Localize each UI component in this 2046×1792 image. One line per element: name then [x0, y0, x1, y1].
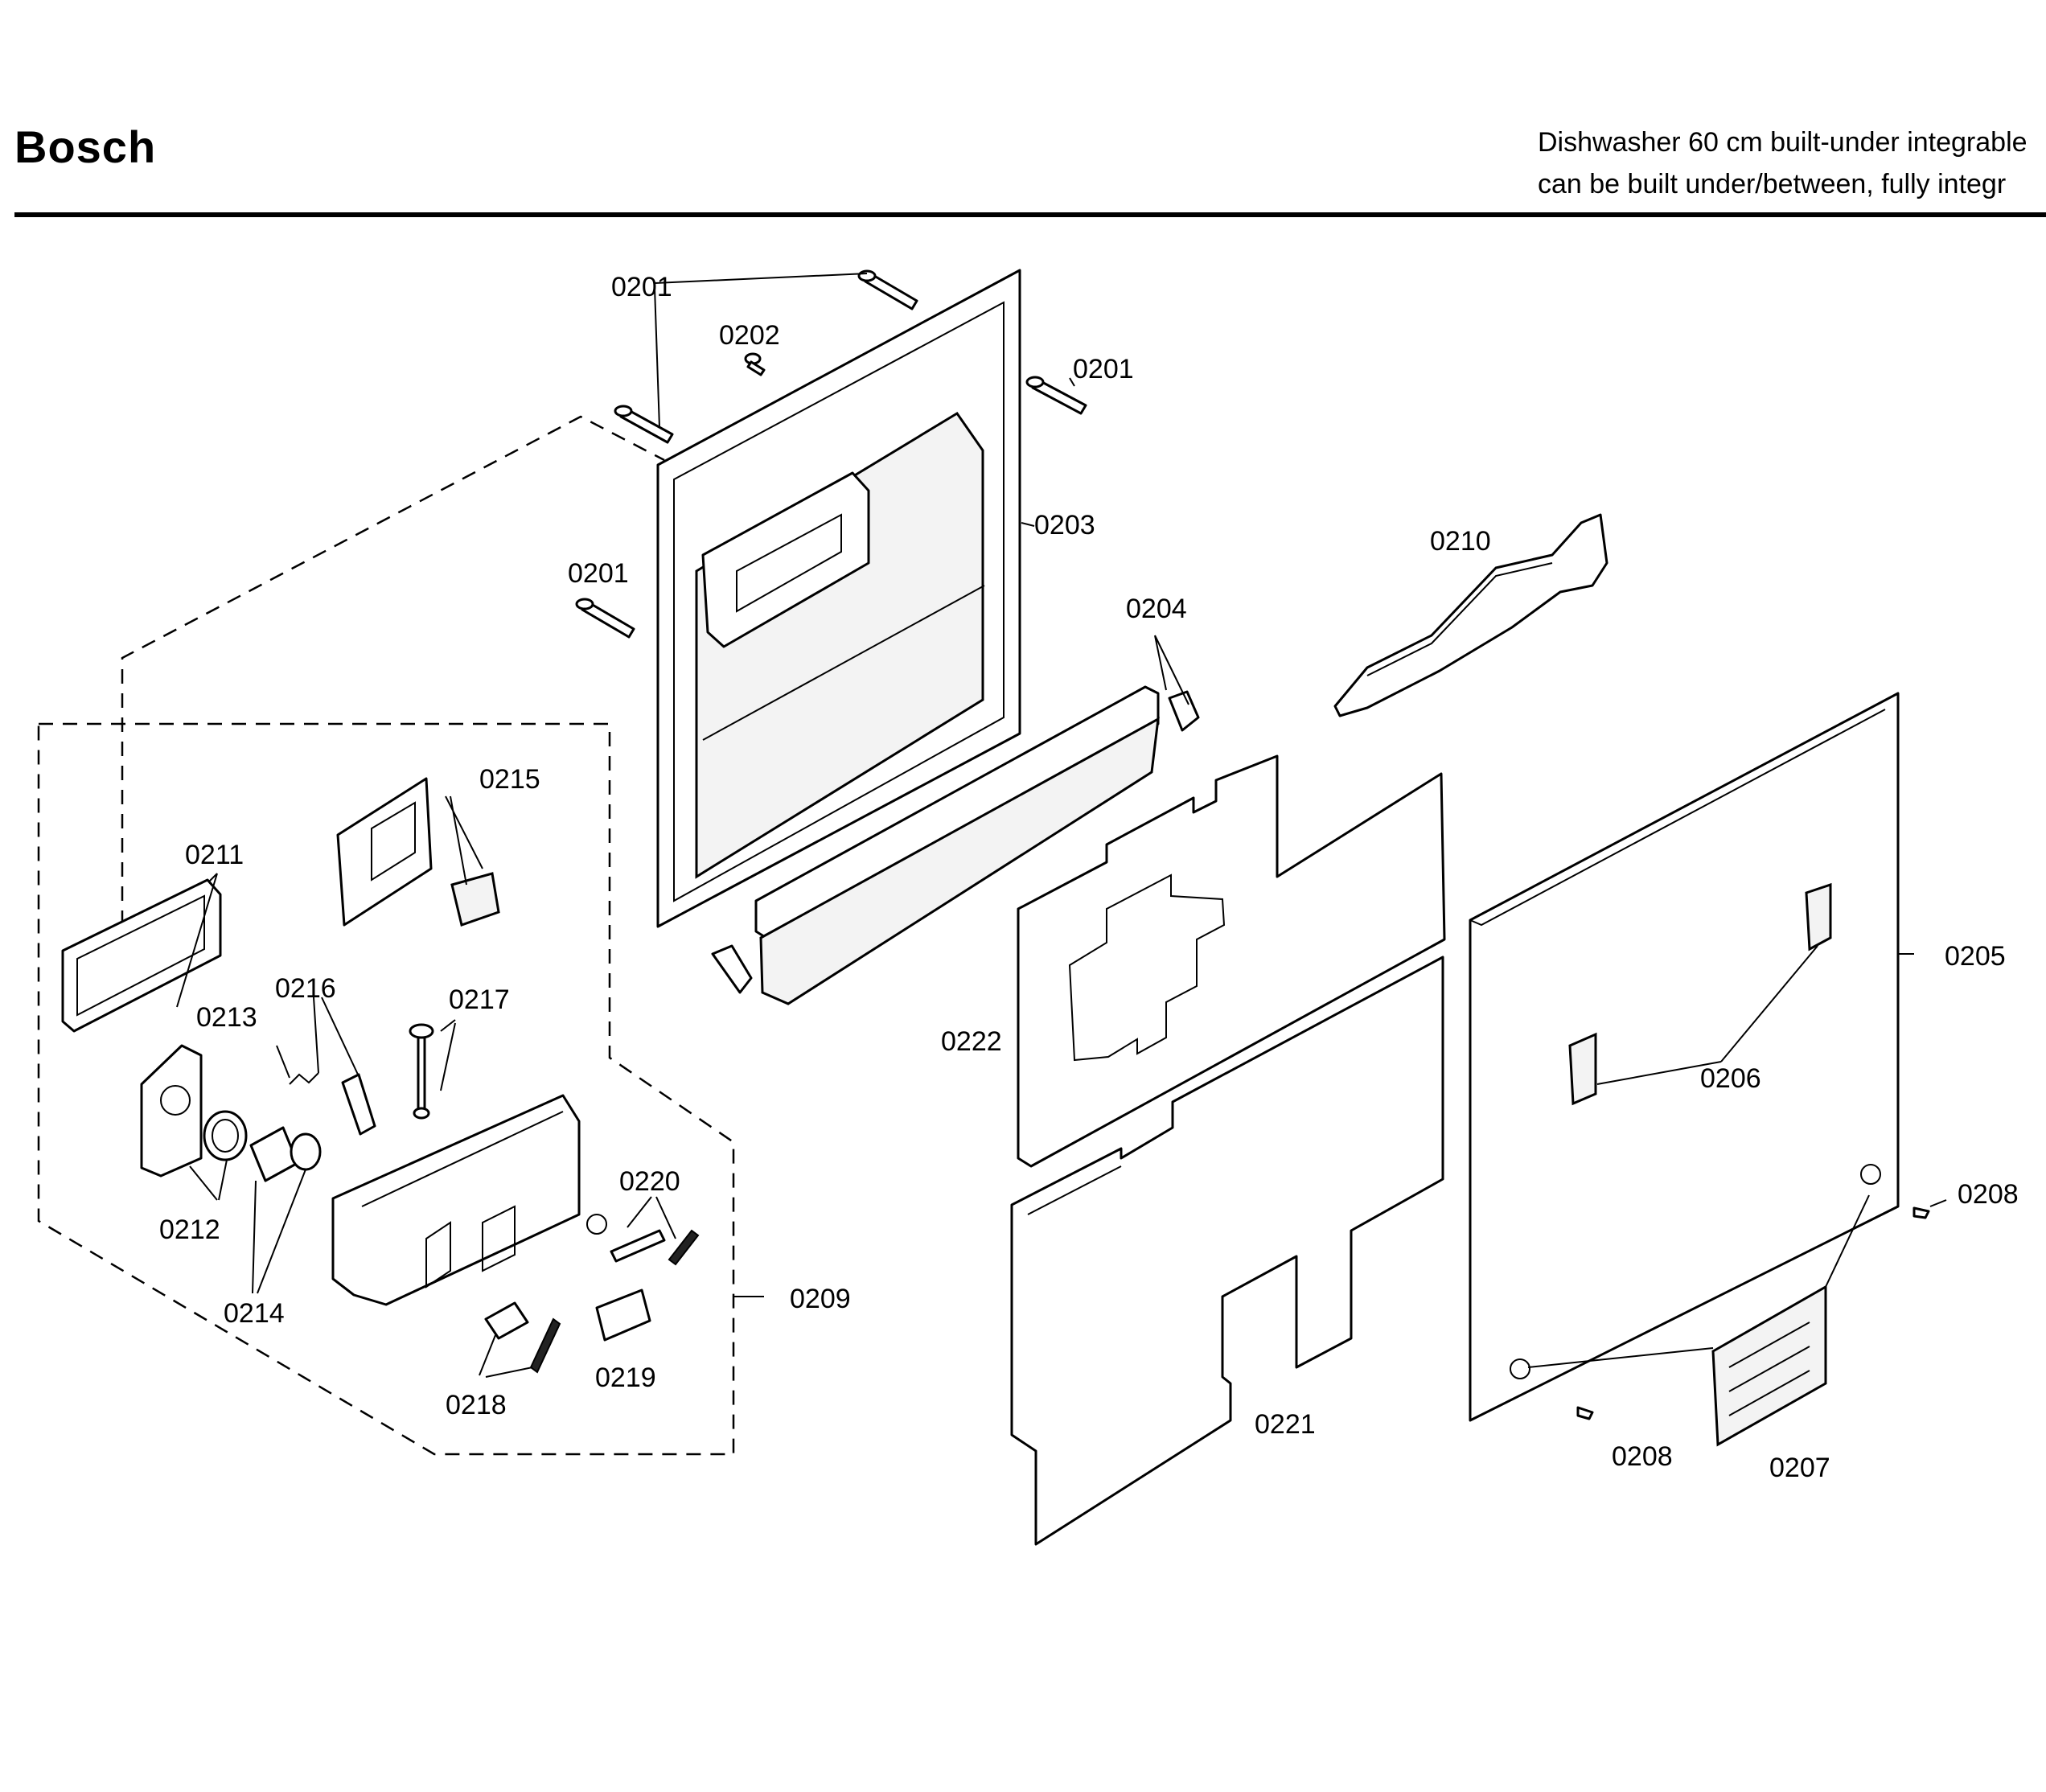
header-divider	[14, 212, 2046, 217]
label-0216: 0216	[275, 973, 336, 1004]
bushing-0214	[249, 1126, 322, 1182]
bottom-rail-0204	[711, 685, 1200, 1005]
spring-0218	[484, 1301, 561, 1374]
hinge-bracket-0210	[1333, 513, 1608, 717]
guide-line	[121, 415, 665, 949]
label-0222: 0222	[941, 1026, 1002, 1057]
label-0201-a: 0201	[611, 272, 672, 302]
label-0206-b	[1568, 1032, 1597, 1106]
label-0209: 0209	[790, 1284, 851, 1314]
model-description-line1: Dishwasher 60 cm built-under integrable	[1538, 127, 2028, 158]
label-0214: 0214	[224, 1298, 285, 1329]
label-0211: 0211	[185, 840, 244, 870]
screw-0201-a	[857, 269, 918, 310]
screw-0208-b	[1576, 1406, 1594, 1420]
assembly-0209-boundary	[37, 722, 735, 1456]
frame-0211	[61, 878, 222, 1033]
label-0213: 0213	[196, 1002, 257, 1033]
inner-door-panel-0203	[656, 269, 1021, 928]
label-0204: 0204	[1126, 594, 1187, 624]
label-0208-b: 0208	[1612, 1441, 1673, 1472]
label-0210: 0210	[1430, 526, 1491, 557]
label-0201-c: 0201	[568, 558, 629, 589]
lever-0220	[586, 1214, 700, 1266]
model-description-line2: can be built under/between, fully integr	[1538, 169, 2007, 199]
screw-0202	[744, 352, 766, 376]
dispenser-body-0209	[331, 1094, 581, 1306]
label-0218: 0218	[446, 1390, 507, 1420]
screw-0201-d	[575, 598, 635, 639]
brand-title: Bosch	[14, 121, 157, 172]
hardware-bag-0207	[1711, 1284, 1827, 1447]
label-0208-a: 0208	[1958, 1179, 2019, 1210]
rod-0217	[409, 1023, 434, 1120]
spring-0216	[289, 1072, 376, 1136]
label-0201-b: 0201	[1073, 354, 1134, 384]
label-0203: 0203	[1034, 510, 1095, 540]
dispenser-lid-0215	[336, 777, 500, 927]
switch-0219	[595, 1289, 651, 1342]
label-0219: 0219	[595, 1362, 656, 1393]
label-0221: 0221	[1255, 1409, 1316, 1440]
label-0206-a	[1805, 882, 1832, 951]
cover-0212	[140, 1044, 203, 1178]
label-0215: 0215	[479, 764, 540, 795]
label-0220: 0220	[619, 1166, 680, 1197]
label-0202: 0202	[719, 320, 780, 351]
seal-ring-0213	[203, 1110, 248, 1161]
screw-0201-b	[614, 405, 674, 444]
screw-0201-c	[1025, 376, 1087, 415]
outer-door-panel-0205	[1469, 692, 1900, 1422]
label-0206: 0206	[1700, 1063, 1761, 1094]
insulation-panel-0221	[1010, 956, 1444, 1546]
insulation-panel-0222	[1017, 754, 1446, 1168]
label-0217: 0217	[449, 984, 510, 1015]
screw-0208-a	[1912, 1206, 1930, 1219]
label-0205: 0205	[1945, 941, 2006, 972]
label-0207: 0207	[1769, 1453, 1830, 1483]
label-0212: 0212	[159, 1215, 220, 1245]
